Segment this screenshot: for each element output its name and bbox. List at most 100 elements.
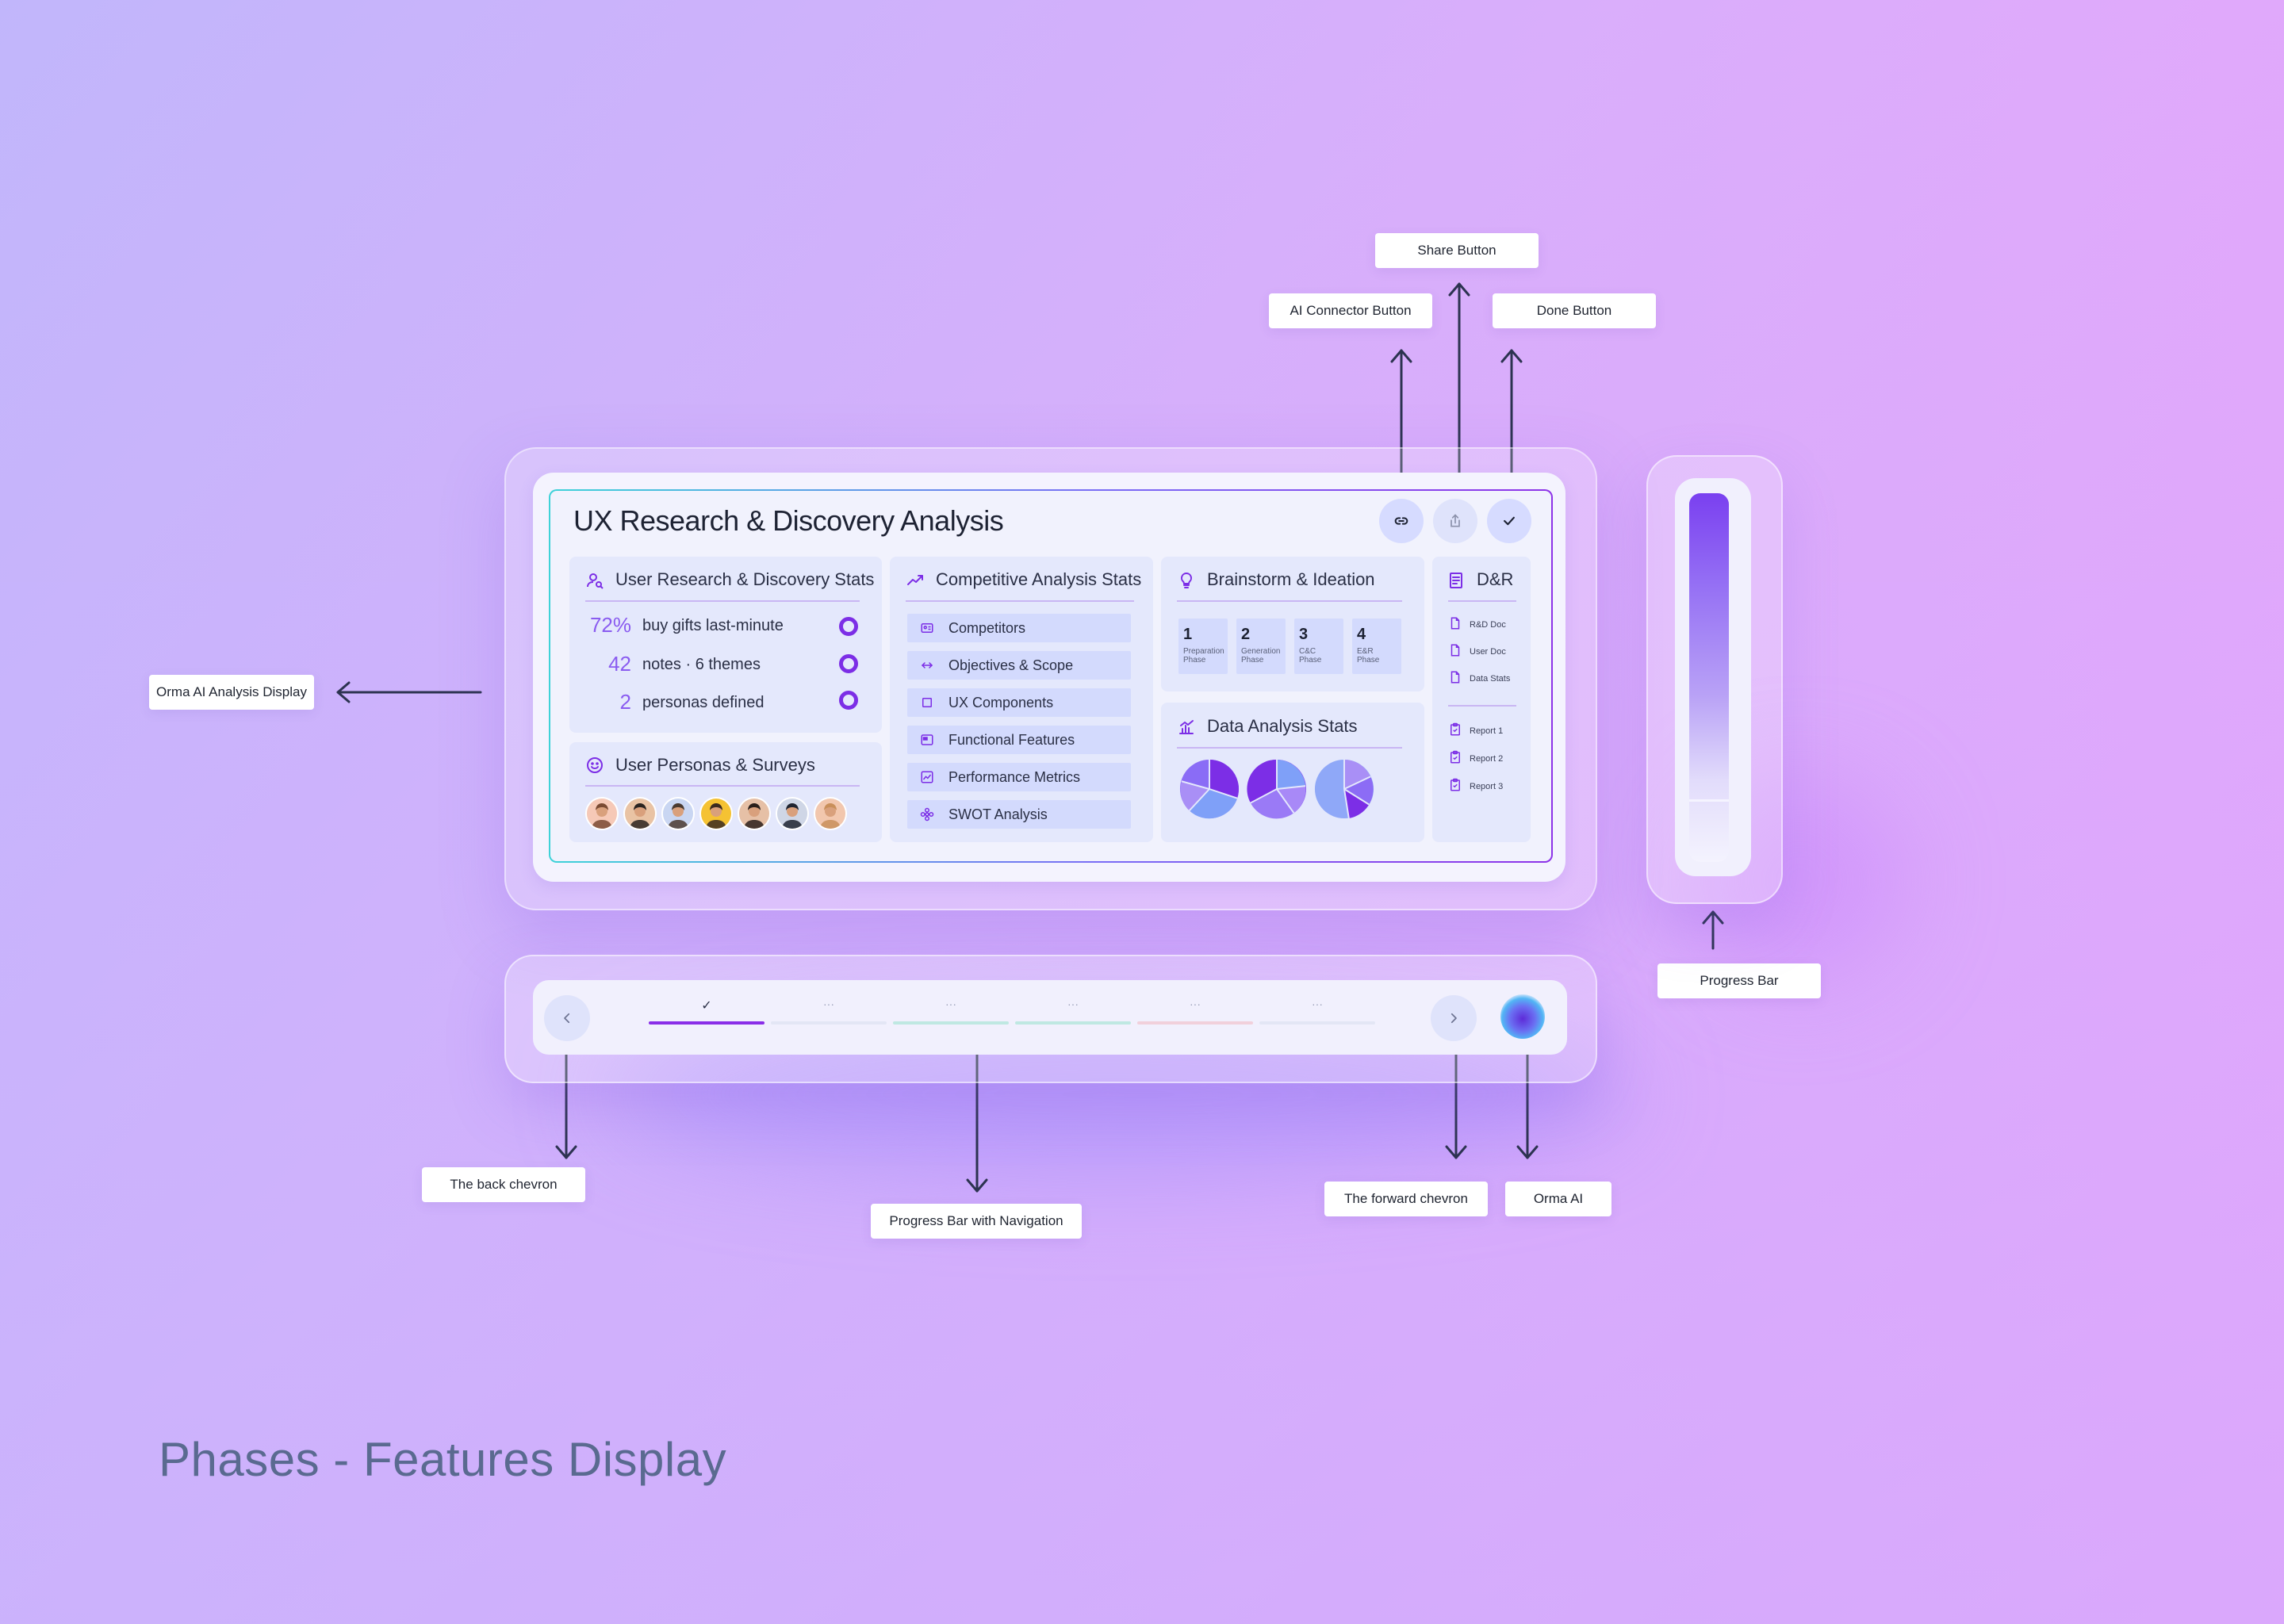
personas-title: User Personas & Surveys <box>615 755 815 775</box>
progress-step[interactable] <box>1259 1021 1375 1025</box>
bar-chart-icon <box>1179 720 1194 734</box>
progress-step[interactable] <box>771 1021 887 1025</box>
avatar[interactable] <box>776 797 809 830</box>
forward-chevron-button[interactable] <box>1431 995 1477 1041</box>
competitive-item-ux-components[interactable]: UX Components <box>907 688 1131 717</box>
file-icon <box>1450 671 1460 684</box>
progress-step-marker: ··· <box>1067 998 1079 1010</box>
progress-step[interactable] <box>649 1021 765 1025</box>
avatar[interactable] <box>814 797 847 830</box>
share-icon <box>1450 514 1460 527</box>
pie-chart <box>1179 759 1240 819</box>
competitive-item-label: Performance Metrics <box>948 769 1081 785</box>
competitive-title: Competitive Analysis Stats <box>936 569 1142 589</box>
user-research-title: User Research & Discovery Stats <box>615 569 875 589</box>
dr-title: D&R <box>1477 569 1514 589</box>
chart-box-icon <box>921 771 933 783</box>
progress-step-marker: ✓ <box>701 999 712 1013</box>
label-ai-connector-button: AI Connector Button <box>1269 293 1432 328</box>
orma-ai-orb[interactable] <box>1500 994 1545 1039</box>
footer-title: Phases - Features Display <box>159 1433 727 1486</box>
stat-ring-icon <box>839 617 858 636</box>
pie-chart <box>1314 759 1374 819</box>
competitive-item-label: SWOT Analysis <box>948 806 1048 822</box>
competitive-item-label: Objectives & Scope <box>948 657 1074 673</box>
link-icon <box>1394 517 1408 525</box>
stat-value: 42 <box>608 652 631 676</box>
stat-value: 2 <box>619 690 631 714</box>
smile-icon <box>587 757 603 773</box>
competitive-item-competitors[interactable]: Competitors <box>907 614 1131 642</box>
stat-value: 72% <box>589 613 631 637</box>
progress-bar-marker <box>1689 799 1729 802</box>
competitive-item-objectives[interactable]: Objectives & Scope <box>907 651 1131 680</box>
label-progress-bar: Progress Bar <box>1657 963 1821 998</box>
phase-number: 1 <box>1183 626 1193 643</box>
phase-number: 3 <box>1299 626 1309 643</box>
lightbulb-icon <box>1180 572 1193 588</box>
file-icon <box>1450 644 1460 657</box>
progress-step-marker: ··· <box>1312 998 1323 1010</box>
dr-panel <box>1432 557 1531 842</box>
label-back-chevron: The back chevron <box>422 1167 585 1202</box>
avatar[interactable] <box>585 797 619 830</box>
phase-number: 2 <box>1241 626 1251 643</box>
navigation-surface <box>533 980 1567 1055</box>
progress-step[interactable] <box>1015 1021 1131 1025</box>
avatar[interactable] <box>738 797 771 830</box>
progress-bar-fill <box>1689 493 1729 862</box>
label-forward-chevron: The forward chevron <box>1324 1182 1488 1216</box>
competitive-item-functional[interactable]: Functional Features <box>907 726 1131 754</box>
share-button[interactable] <box>1433 499 1477 543</box>
brainstorm-title: Brainstorm & Ideation <box>1207 569 1375 589</box>
panel-divider <box>1177 600 1402 602</box>
progress-step-marker: ··· <box>1190 998 1201 1010</box>
progress-step-marker: ··· <box>823 998 834 1010</box>
panel-divider <box>1448 705 1516 707</box>
panel-divider <box>585 600 860 602</box>
done-button[interactable] <box>1487 499 1531 543</box>
stat-ring-icon <box>839 654 858 673</box>
progress-step-marker: ··· <box>945 998 956 1010</box>
avatar[interactable] <box>623 797 657 830</box>
pie-chart <box>1247 759 1307 819</box>
back-chevron-button[interactable] <box>544 995 590 1041</box>
ai-connector-button[interactable] <box>1379 499 1424 543</box>
avatar[interactable] <box>699 797 733 830</box>
panel-divider <box>1448 600 1516 602</box>
file-icon <box>1450 617 1460 630</box>
label-orma-analysis-display: Orma AI Analysis Display <box>149 675 314 710</box>
data-analysis-title: Data Analysis Stats <box>1207 716 1358 736</box>
panel-divider <box>906 600 1134 602</box>
user-research-panel <box>569 557 882 733</box>
panel-divider <box>585 785 860 787</box>
clipboard-icon <box>1450 778 1460 791</box>
clipboard-icon <box>1450 722 1460 736</box>
competitive-item-label: Functional Features <box>948 732 1075 748</box>
window-icon <box>921 734 933 745</box>
label-orma-ai: Orma AI <box>1505 1182 1611 1216</box>
progress-step[interactable] <box>1137 1021 1253 1025</box>
stat-ring-icon <box>839 691 858 710</box>
document-icon <box>1450 573 1462 588</box>
competitive-item-swot[interactable]: SWOT Analysis <box>907 800 1131 829</box>
stat-label: notes · 6 themes <box>642 656 761 673</box>
avatar[interactable] <box>661 797 695 830</box>
flower-icon <box>920 807 934 822</box>
arrows-horizontal-icon <box>921 662 933 668</box>
square-icon <box>922 698 932 707</box>
check-icon <box>1504 516 1515 526</box>
trend-icon <box>907 575 923 585</box>
progress-step[interactable] <box>893 1021 1009 1025</box>
competitive-item-performance[interactable]: Performance Metrics <box>907 763 1131 791</box>
clipboard-icon <box>1450 750 1460 764</box>
chevron-right-icon <box>1450 1013 1457 1024</box>
